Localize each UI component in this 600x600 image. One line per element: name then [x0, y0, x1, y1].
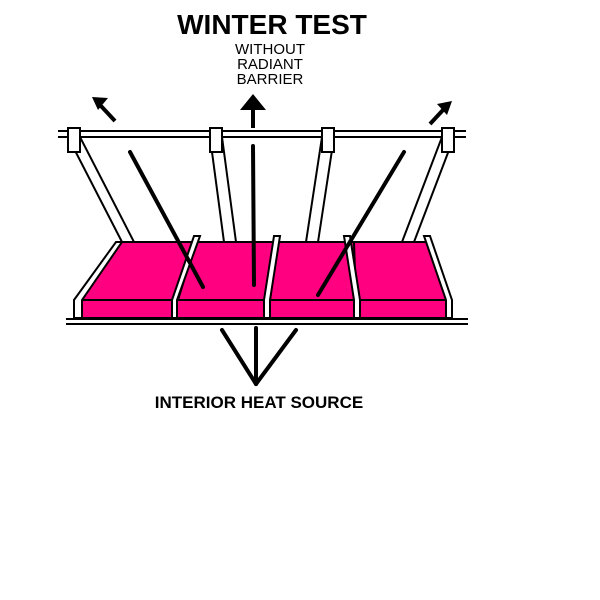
diagram-title: WINTER TEST — [177, 9, 367, 40]
insulation-strip-4 — [359, 299, 447, 319]
escape-arrows — [92, 94, 452, 128]
subtitle-line-3: BARRIER — [237, 71, 304, 88]
subtitle-line-1: WITHOUT — [235, 41, 305, 58]
ceiling-assembly — [66, 235, 468, 325]
heat-escape-rays — [128, 144, 406, 297]
heat-ray-right — [316, 150, 406, 297]
roof-deck — [58, 130, 466, 138]
subtitle-line-2: RADIANT — [237, 56, 303, 73]
source-ray-right — [254, 328, 298, 386]
heat-ray-left — [128, 150, 205, 289]
insulation-strip-2 — [176, 299, 265, 319]
source-ray-left — [220, 328, 258, 386]
insulation-strip-1 — [81, 299, 173, 319]
rafter-center-left-cap — [209, 127, 223, 153]
rafters — [66, 127, 456, 243]
heat-source-rays — [220, 326, 298, 386]
arrow-icon — [240, 94, 266, 128]
rafter-center-right-cap — [321, 127, 335, 153]
rafter-right-cap — [441, 127, 455, 153]
arrow-icon — [92, 97, 117, 123]
insulation-strip-3 — [269, 299, 355, 319]
heat-source-caption: INTERIOR HEAT SOURCE — [155, 393, 363, 412]
arrow-icon — [428, 101, 452, 126]
heat-ray-center — [251, 144, 256, 287]
rafter-left-cap — [67, 127, 81, 153]
